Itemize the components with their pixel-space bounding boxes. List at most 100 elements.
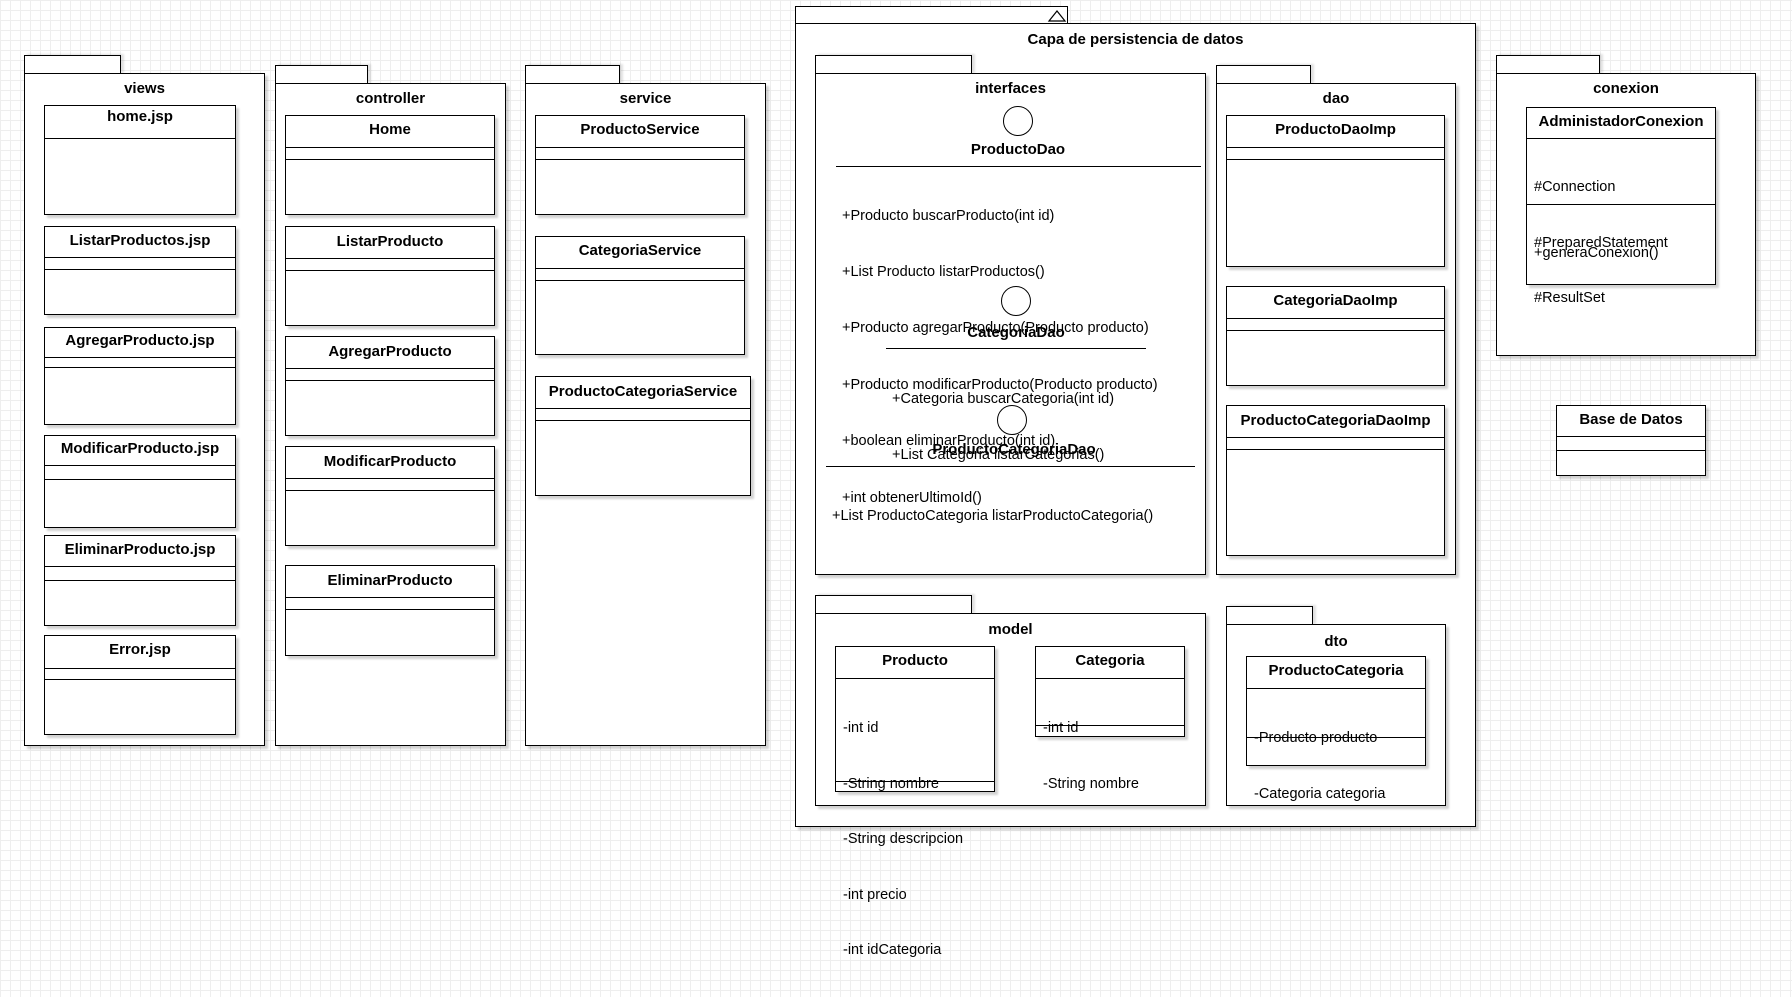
persistence-package-tab (795, 6, 1068, 23)
class-box[interactable]: ProductoCategoriaService (535, 376, 751, 496)
attribute: -int id (843, 720, 879, 736)
interfaces-package[interactable]: interfaces (815, 73, 1206, 575)
class-name: CategoriaDaoImp (1227, 287, 1444, 319)
interface-operations: +Producto buscarProducto(int id) +List P… (842, 169, 1158, 526)
interface-operations: +List ProductoCategoria listarProductoCa… (832, 469, 1153, 544)
attribute: -String nombre (1043, 775, 1139, 792)
package-title: dto (1324, 633, 1348, 650)
class-separator (1227, 449, 1444, 450)
model-package-tab (815, 595, 972, 614)
class-separator (836, 781, 994, 782)
class-separator (1557, 450, 1705, 451)
interface-name[interactable]: CategoriaDao (967, 324, 1065, 341)
class-box[interactable]: ProductoCategoria -Producto producto -Ca… (1246, 656, 1426, 802)
package-title: model (988, 621, 1033, 638)
class-name: AgregarProducto (286, 337, 494, 369)
class-box[interactable]: ProductoCategoriaDaoImp (1226, 405, 1445, 556)
class-name: ProductoCategoriaService (536, 377, 750, 409)
class-box[interactable]: CategoriaService (535, 236, 745, 355)
class-box[interactable]: ModificarProducto (285, 446, 495, 546)
class-separator (536, 420, 750, 421)
class-name: ModificarProducto (286, 447, 494, 479)
class-separator (1247, 737, 1425, 738)
class-box[interactable]: ModificarProducto.jsp (44, 435, 236, 528)
class-box[interactable]: Base de Datos (1556, 405, 1706, 476)
package-title: controller (355, 90, 426, 107)
interface-separator (826, 466, 1195, 467)
class-attributes: -int id -String nombre (1043, 682, 1139, 830)
class-name: ProductoCategoriaDaoImp (1227, 406, 1444, 438)
class-box[interactable]: home.jsp (44, 105, 236, 215)
class-box[interactable]: EliminarProducto.jsp (44, 535, 236, 626)
class-name: CategoriaService (536, 237, 744, 269)
class-name: ModificarProducto.jsp (45, 436, 235, 466)
class-separator (286, 609, 494, 610)
attribute: #PreparedStatement (1534, 234, 1668, 251)
class-separator (1227, 159, 1444, 160)
attribute: -String nombre (843, 775, 939, 792)
class-separator (45, 367, 235, 368)
class-separator (286, 159, 494, 160)
operation: +Producto agregarProducto(Producto produ… (842, 320, 1149, 337)
class-separator (45, 269, 235, 270)
class-attributes: #Connection #PreparedStatement #ResultSe… (1534, 141, 1668, 345)
class-box[interactable]: AgregarProducto (285, 336, 495, 436)
class-separator (286, 380, 494, 381)
class-box[interactable]: AdministadorConexion #Connection #Prepar… (1526, 107, 1716, 306)
service-package-tab (525, 65, 620, 84)
operation: +Producto buscarProducto(int id) (842, 207, 1055, 224)
interface-name[interactable]: ProductoCategoriaDao (932, 441, 1096, 458)
class-name: Base de Datos (1557, 406, 1705, 437)
class-box[interactable]: AgregarProducto.jsp (44, 327, 236, 425)
operation: +Categoria buscarCategoria(int id) (892, 390, 1115, 407)
class-separator (286, 270, 494, 271)
attribute: -int id (1043, 720, 1079, 736)
class-box[interactable]: Categoria -int id -String nombre (1035, 646, 1185, 792)
operation: +int obtenerUltimoId() (842, 489, 982, 506)
interface-lollipop-icon (997, 405, 1027, 435)
class-separator (536, 159, 744, 160)
operation: +generaConexion() (1534, 245, 1659, 261)
class-name: ProductoCategoria (1247, 657, 1425, 689)
triangle-icon (1047, 10, 1067, 22)
views-package-tab (24, 55, 121, 74)
package-title: conexion (1593, 80, 1659, 97)
class-box[interactable]: ListarProducto (285, 226, 495, 326)
dto-package-tab (1226, 606, 1313, 625)
class-separator (45, 580, 235, 581)
attribute: #Connection (1534, 179, 1616, 195)
dao-package-tab (1216, 65, 1311, 84)
class-box[interactable]: CategoriaDaoImp (1226, 286, 1445, 386)
class-box[interactable]: EliminarProducto (285, 565, 495, 656)
interfaces-package-tab (815, 55, 972, 74)
class-box[interactable]: Error.jsp (44, 635, 236, 735)
package-title: service (619, 90, 672, 107)
class-name: Error.jsp (45, 636, 235, 669)
package-title: views (124, 80, 165, 97)
attribute: -int idCategoria (843, 942, 942, 958)
interface-separator (886, 348, 1146, 349)
class-operations: +generaConexion() (1534, 207, 1659, 300)
class-name: AgregarProducto.jsp (45, 328, 235, 358)
class-name: ProductoService (536, 116, 744, 148)
class-separator (1227, 330, 1444, 331)
package-title: interfaces (975, 80, 1046, 97)
interface-lollipop-icon (1003, 106, 1033, 136)
class-box[interactable]: Home (285, 115, 495, 215)
attribute: -Categoria categoria (1254, 785, 1386, 802)
class-box[interactable]: ListarProductos.jsp (44, 226, 236, 315)
attribute: #ResultSet (1534, 290, 1605, 306)
class-name: ListarProductos.jsp (45, 227, 235, 258)
operation: +List Categoria listarCategorias() (892, 446, 1105, 463)
class-attributes: -int id -String nombre -String descripci… (843, 682, 963, 997)
class-name: home.jsp (45, 106, 235, 139)
class-separator (45, 479, 235, 480)
interface-name[interactable]: ProductoDao (970, 141, 1066, 158)
class-name: AdministadorConexion (1527, 108, 1715, 139)
class-name: Producto (836, 647, 994, 679)
class-box[interactable]: ProductoDaoImp (1226, 115, 1445, 267)
class-separator (1036, 725, 1184, 726)
class-box[interactable]: ProductoService (535, 115, 745, 215)
class-box[interactable]: Producto -int id -String nombre -String … (835, 646, 995, 958)
attribute: -Producto producto (1254, 730, 1378, 746)
